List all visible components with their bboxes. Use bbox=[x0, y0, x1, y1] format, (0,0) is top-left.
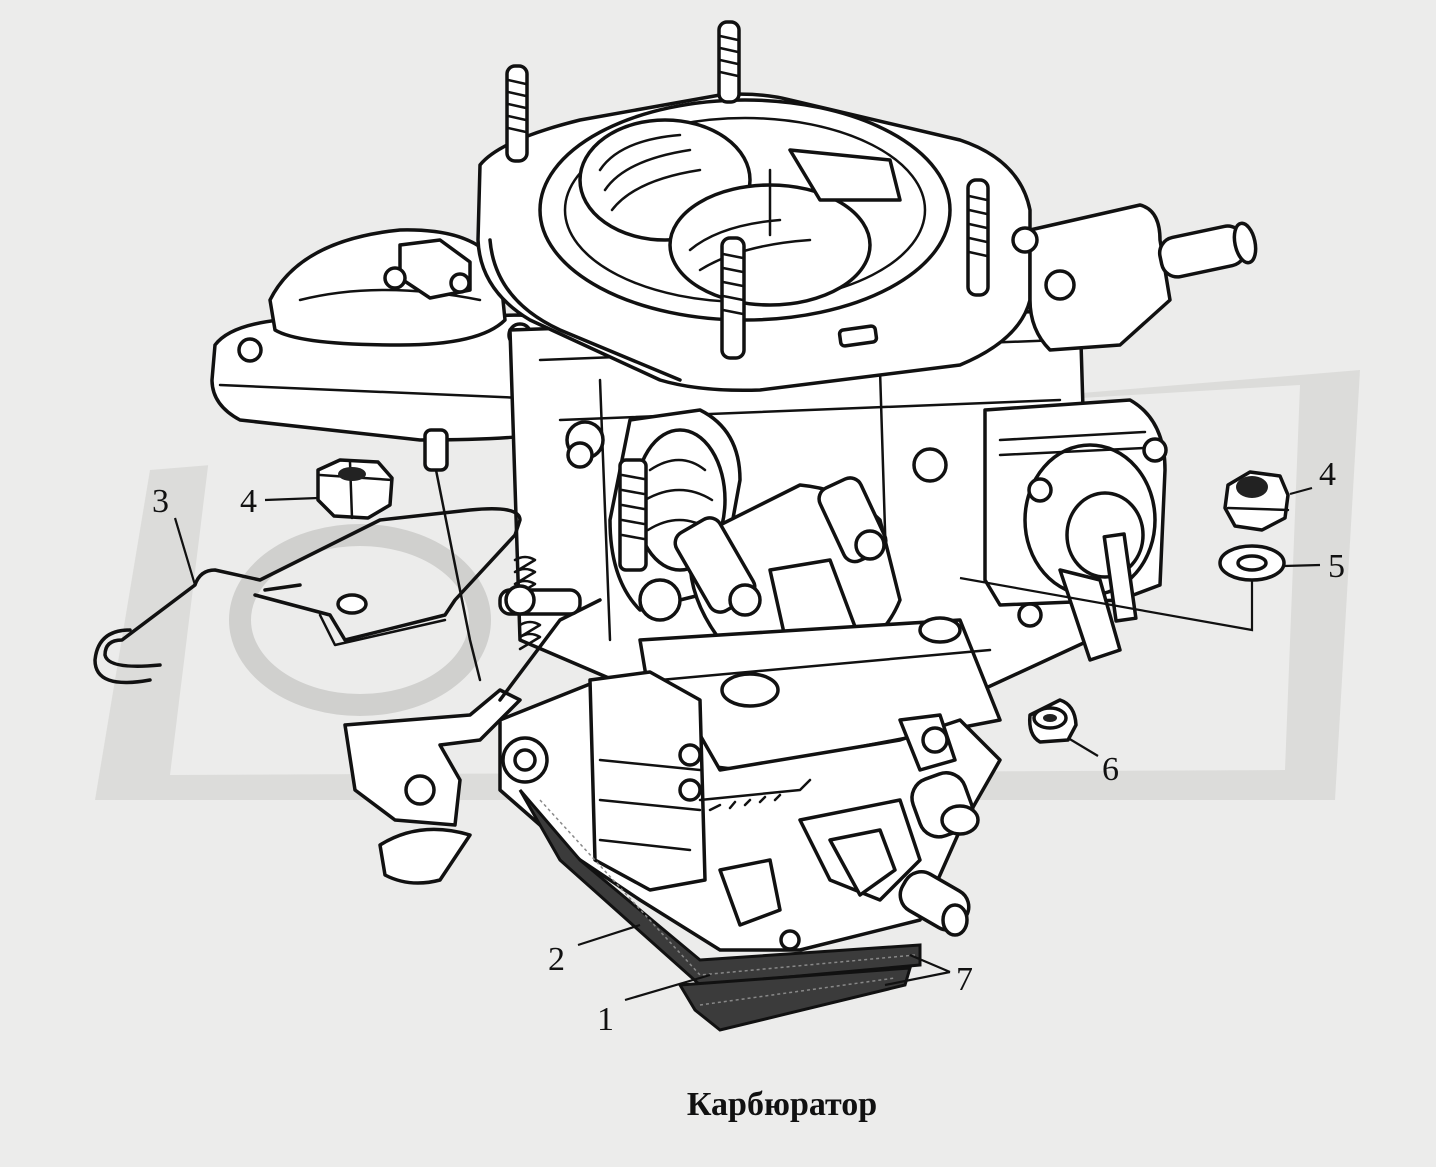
callout-7: 7 bbox=[956, 961, 973, 998]
callout-4-left: 4 bbox=[240, 483, 257, 520]
lower-body bbox=[498, 670, 1002, 1003]
leader-3 bbox=[173, 517, 197, 586]
leader-5-pointer bbox=[959, 576, 1254, 632]
gaskets bbox=[518, 789, 922, 1032]
fuel-inlet-fitting bbox=[1011, 203, 1258, 352]
leader-4-left bbox=[264, 496, 319, 502]
throttle-lever-bracket bbox=[343, 428, 602, 885]
part-5-washer bbox=[1218, 544, 1286, 582]
stud-4 bbox=[720, 236, 746, 360]
part-6-jet bbox=[1027, 698, 1078, 744]
part-4-nut-left bbox=[316, 458, 394, 520]
stud-2 bbox=[717, 20, 741, 104]
callout-2: 2 bbox=[548, 941, 565, 978]
callout-4-right: 4 bbox=[1319, 456, 1336, 493]
callout-5: 5 bbox=[1328, 548, 1345, 585]
leader-7 bbox=[884, 953, 951, 987]
leader-4-right bbox=[1289, 486, 1313, 496]
air-inlet-cover bbox=[476, 92, 1032, 393]
stud-1 bbox=[505, 64, 529, 163]
leader-5 bbox=[1283, 563, 1321, 568]
leader-1 bbox=[624, 973, 711, 1002]
callout-3: 3 bbox=[152, 483, 169, 520]
secondary-diaphragm bbox=[983, 398, 1168, 662]
leader-6 bbox=[1067, 737, 1099, 757]
mounting-studs bbox=[505, 20, 990, 360]
callouts: 3 4 4 5 6 2 1 7 bbox=[152, 456, 1345, 1038]
part-3-bracket bbox=[93, 507, 522, 685]
return-springs bbox=[498, 555, 582, 651]
callout-6: 6 bbox=[1102, 751, 1119, 788]
part-4-nut-right bbox=[1223, 470, 1290, 532]
stud-3 bbox=[966, 178, 990, 297]
diagram-caption: Карбюратор bbox=[687, 1086, 877, 1123]
leader-lines bbox=[173, 486, 1321, 1002]
callout-1: 1 bbox=[597, 1001, 614, 1038]
leader-2 bbox=[577, 923, 641, 947]
